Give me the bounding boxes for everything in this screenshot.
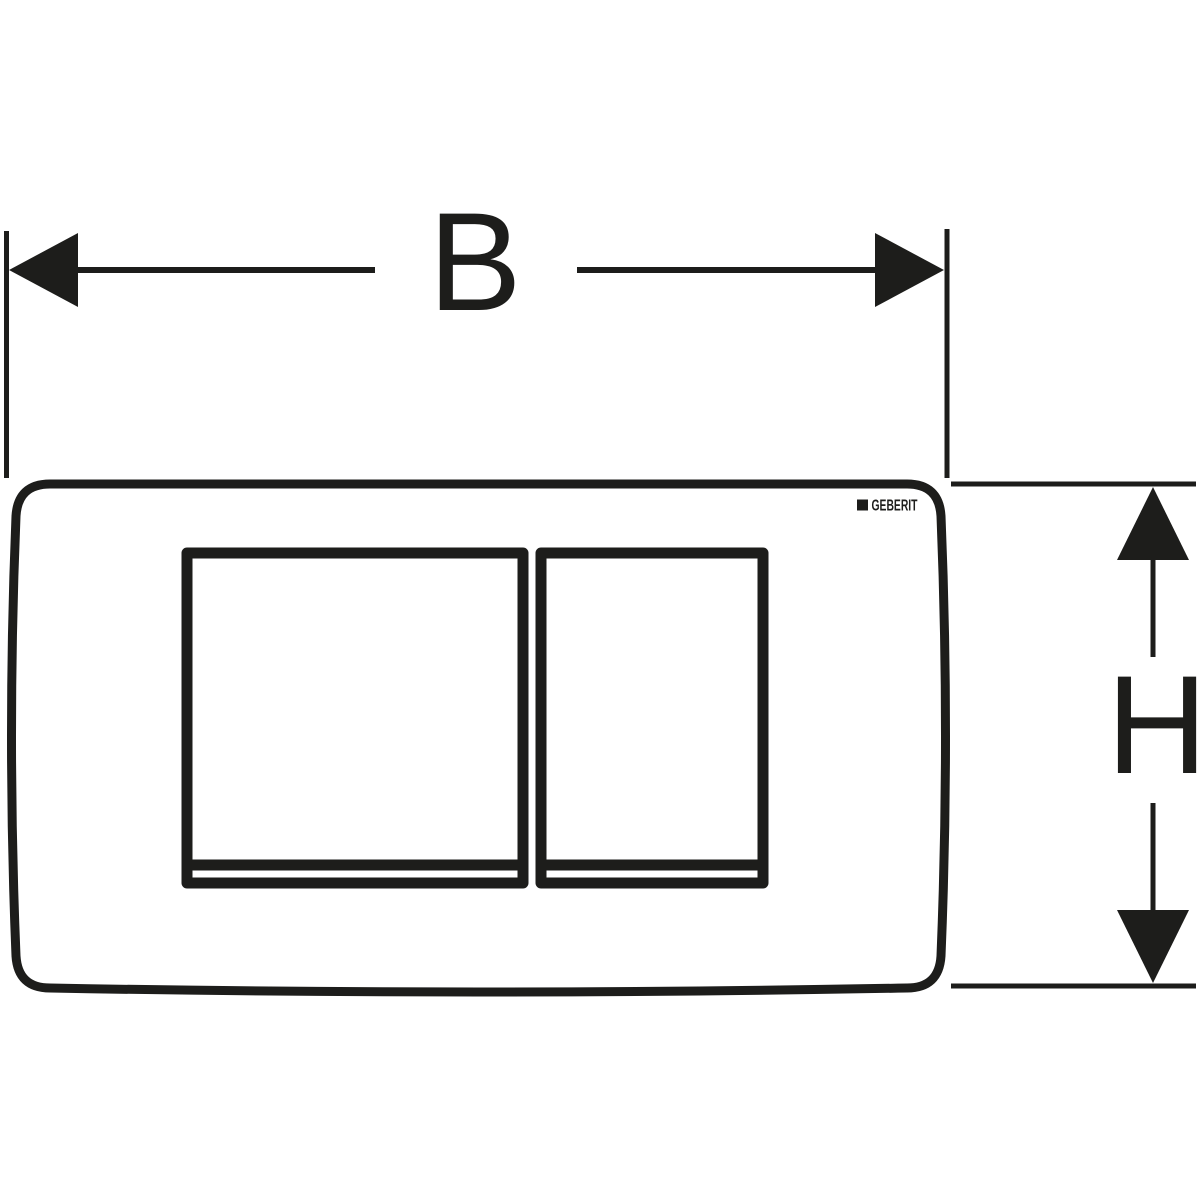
width-dimension-label: B	[428, 183, 521, 340]
width-arrowhead-left-icon	[9, 233, 78, 307]
height-dimension: H	[951, 481, 1200, 989]
width-dimension: B	[4, 183, 950, 478]
flush-button-small	[535, 547, 769, 889]
plate-outline	[7, 479, 950, 997]
geberit-logo: GEBERIT	[857, 498, 918, 515]
geberit-logo-square-icon	[857, 499, 868, 511]
height-dimension-label: H	[1106, 646, 1200, 803]
geberit-logo-text: GEBERIT	[872, 498, 918, 515]
height-arrowhead-down-icon	[1117, 910, 1189, 983]
flush-button-large	[181, 547, 529, 889]
width-arrowhead-right-icon	[875, 233, 944, 307]
flush-plate: GEBERIT	[7, 479, 950, 997]
height-arrowhead-up-icon	[1117, 487, 1189, 560]
